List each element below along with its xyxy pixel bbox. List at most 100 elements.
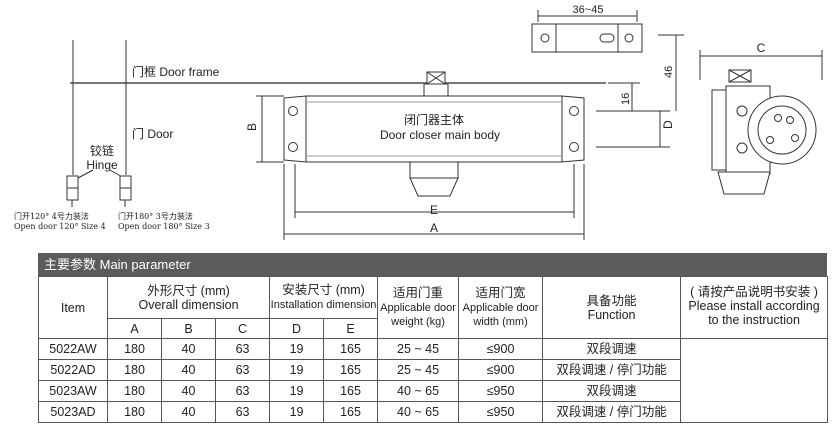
weight-header: 适用门重 Applicable door weight (kg) xyxy=(377,276,460,339)
col-item-header: Item xyxy=(38,276,108,339)
table-row: 5022AW 180 40 63 19 165 25 ~ 45 ≤900 双段调… xyxy=(38,338,829,423)
cell-b: 40 xyxy=(161,338,216,360)
sub-header-d: D xyxy=(269,318,325,339)
mounting-bracket-right xyxy=(561,95,585,163)
overall-cn: 外形尺寸 (mm) xyxy=(147,283,230,298)
overall-header: 外形尺寸 (mm)Overall dimension xyxy=(106,276,271,319)
cell-function: 双段调速 / 停门功能 xyxy=(542,401,682,423)
cell-width: ≤900 xyxy=(458,338,544,360)
note-en1: Please install according xyxy=(688,299,820,313)
closer-body xyxy=(305,95,563,163)
cell-a: 180 xyxy=(107,359,162,381)
sub-header-b: B xyxy=(161,318,216,339)
note-right-cn: 门开180° 3号力装法 xyxy=(118,211,193,221)
door-label: 门 Door xyxy=(132,126,173,141)
note-left-cn: 门开120° 4号力装法 xyxy=(14,211,89,221)
screw-hole-icon xyxy=(736,142,748,154)
cell-d: 19 xyxy=(269,338,325,360)
install-header: 安装尺寸 (mm) Installation dimension xyxy=(269,276,379,319)
cell-c: 63 xyxy=(214,359,271,381)
screw-hole-icon xyxy=(736,105,748,117)
valve-icon xyxy=(786,116,794,124)
hinge-right-icon xyxy=(119,175,132,207)
body-label-en: Door closer main body xyxy=(380,128,500,142)
dim-d-label: D xyxy=(661,120,675,129)
cell-width: ≤950 xyxy=(458,380,544,402)
cell-b: 40 xyxy=(161,380,216,402)
screw-hole-icon xyxy=(624,33,634,43)
function-en: Function xyxy=(587,307,636,322)
weight-en2: weight (kg) xyxy=(391,316,445,328)
hinge-label-en: Hinge xyxy=(86,158,118,172)
cell-d: 19 xyxy=(269,401,325,423)
cell-width: ≤900 xyxy=(458,359,544,381)
hinge-leader-left xyxy=(77,169,94,179)
cell-c: 63 xyxy=(214,338,271,360)
cell-e: 165 xyxy=(323,338,379,360)
sub-header-c: C xyxy=(214,318,271,339)
overall-en: Overall dimension xyxy=(138,297,239,312)
closer-front-view xyxy=(256,34,684,240)
screw-hole-icon xyxy=(540,33,550,43)
screw-hole-icon xyxy=(569,106,579,116)
cell-e: 165 xyxy=(323,359,379,381)
note-en2: to the instruction xyxy=(708,313,800,327)
mounting-bracket-left xyxy=(283,95,307,163)
technical-drawing: 门框 Door frame 门 Door 铰链 Hinge 门开120° 4号力… xyxy=(14,4,823,240)
weight-en1: Applicable door xyxy=(380,302,456,314)
closer-side-view xyxy=(699,50,823,195)
cell-a: 180 xyxy=(107,380,162,402)
cell-weight: 40 ~ 65 xyxy=(377,380,460,402)
install-en: Installation dimension xyxy=(270,299,377,311)
screw-hole-icon xyxy=(288,106,298,116)
sub-header-a: A xyxy=(107,318,162,339)
cell-function: 双段调速 xyxy=(542,380,682,402)
spindle-bottom xyxy=(409,161,459,197)
cell-item: 5022AD xyxy=(38,359,108,381)
dim-a-label: A xyxy=(430,221,438,235)
hinge-label-cn: 铰链 xyxy=(90,143,114,158)
door-frame-label: 门框 Door frame xyxy=(132,64,220,79)
note-right-en: Open door 180° Size 3 xyxy=(118,222,210,231)
sub-header-e: E xyxy=(323,318,379,339)
install-cn: 安装尺寸 (mm) xyxy=(282,283,365,297)
valve-icon xyxy=(774,114,782,122)
cell-b: 40 xyxy=(161,359,216,381)
width-en1: Applicable door xyxy=(462,302,539,314)
dim-46-label: 46 xyxy=(663,66,675,78)
cell-d: 19 xyxy=(269,380,325,402)
dim-b-label: B xyxy=(245,123,259,131)
cell-function: 双段调速 xyxy=(542,338,682,360)
screw-hole-icon xyxy=(288,142,298,152)
cell-function: 双段调速 / 停门功能 xyxy=(542,359,682,381)
cell-a: 180 xyxy=(107,401,162,423)
cell-c: 63 xyxy=(214,380,271,402)
cell-d: 19 xyxy=(269,359,325,381)
dim-c-label: C xyxy=(757,41,766,55)
cell-weight: 25 ~ 45 xyxy=(377,359,460,381)
body-label-cn: 闭门器主体 xyxy=(404,112,464,127)
table-row: 5023AD 180 40 63 19 165 40 ~ 65 ≤950 双段调… xyxy=(38,401,828,423)
cell-item: 5022AW xyxy=(38,338,108,360)
bracket-top-view xyxy=(531,10,643,53)
width-header: 适用门宽 Applicable door width (mm) xyxy=(458,276,544,339)
cell-item: 5023AW xyxy=(38,380,108,402)
valve-icon xyxy=(791,134,799,142)
table-title: 主要参数 Main parameter xyxy=(38,253,827,276)
hinge-left-icon xyxy=(66,175,79,207)
width-en2: width (mm) xyxy=(473,316,528,328)
note-empty-cell xyxy=(680,338,829,423)
dim-16-label: 16 xyxy=(620,93,632,105)
dim-top-label: 36~45 xyxy=(573,4,604,16)
parameter-table: Item 外形尺寸 (mm)Overall dimension 安装尺寸 (mm… xyxy=(38,276,829,423)
note-left-en: Open door 120° Size 4 xyxy=(14,222,106,231)
weight-cn: 适用门重 xyxy=(393,286,444,300)
valve-icon xyxy=(766,136,774,144)
cell-a: 180 xyxy=(107,338,162,360)
cell-b: 40 xyxy=(161,401,216,423)
note-cn: ( 请按产品说明书安装 ) xyxy=(690,285,818,299)
cell-weight: 40 ~ 65 xyxy=(377,401,460,423)
width-cn: 适用门宽 xyxy=(475,286,526,300)
